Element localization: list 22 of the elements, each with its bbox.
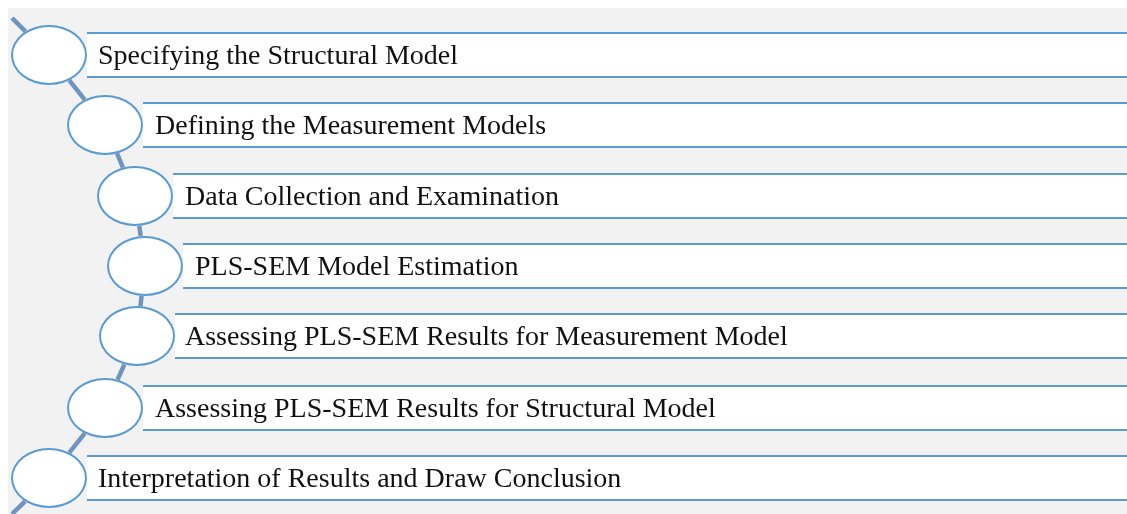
step-label: Assessing PLS-SEM Results for Measurement Model bbox=[185, 320, 788, 352]
connector-line bbox=[67, 78, 87, 102]
connector-line bbox=[67, 431, 87, 455]
step-bar bbox=[175, 313, 1127, 359]
step-bar bbox=[143, 102, 1127, 148]
step-bar bbox=[143, 385, 1127, 431]
step-label: Assessing PLS-SEM Results for Structural Model bbox=[155, 392, 716, 424]
connector-line bbox=[115, 363, 127, 381]
step-bar bbox=[183, 243, 1127, 289]
step-label: PLS-SEM Model Estimation bbox=[195, 250, 519, 282]
step-label: Defining the Measurement Models bbox=[155, 109, 547, 141]
connector-line bbox=[10, 499, 27, 514]
step-bar bbox=[173, 173, 1127, 219]
connector-line bbox=[114, 152, 126, 169]
step-label: Data Collection and Examination bbox=[185, 180, 559, 212]
connector-line bbox=[137, 225, 143, 237]
step-bar bbox=[87, 455, 1127, 501]
step-label: Specifying the Structural Model bbox=[98, 39, 459, 71]
step-label: Interpretation of Results and Draw Conclusion bbox=[98, 462, 622, 494]
connector-line bbox=[10, 16, 28, 34]
step-bar bbox=[87, 32, 1127, 78]
connector-line bbox=[138, 295, 144, 307]
